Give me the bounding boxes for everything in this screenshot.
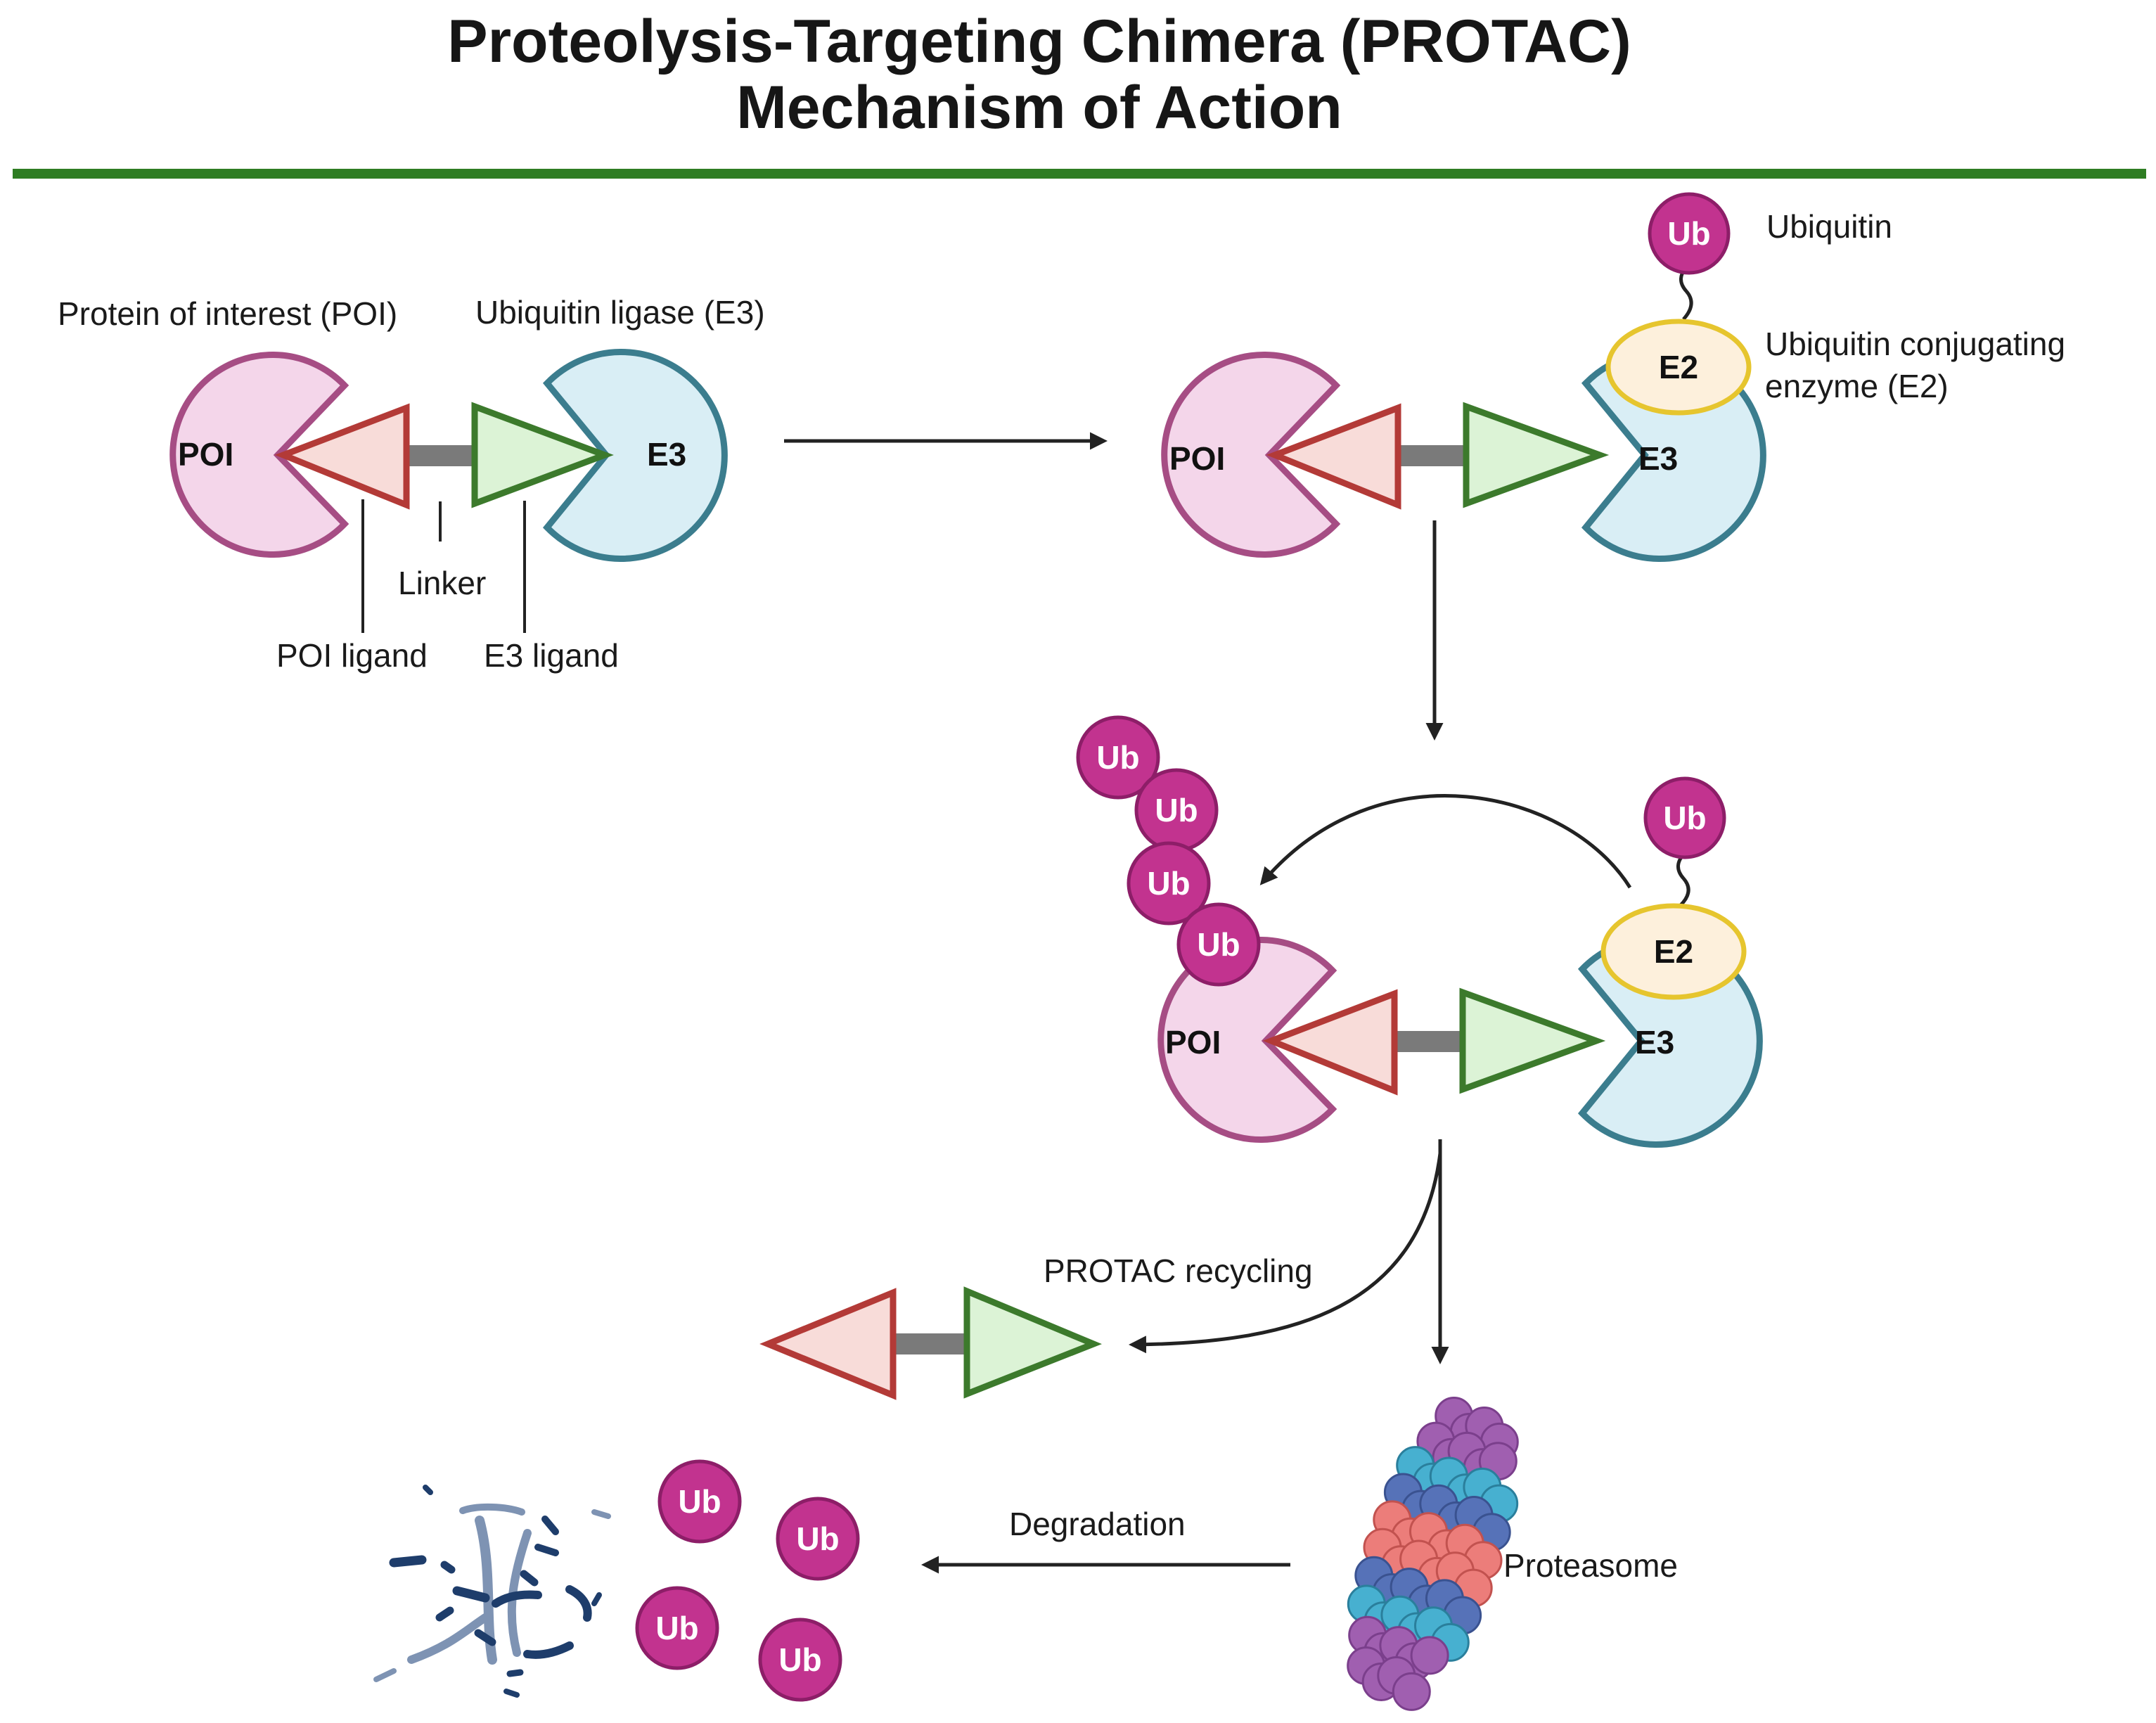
poi-ligand: [1266, 403, 1401, 510]
label-degradation: Degradation: [1009, 1506, 1186, 1542]
recycled-protac: [759, 1286, 1102, 1400]
linker: [406, 445, 474, 466]
proteasome-subunit: [1410, 1636, 1449, 1675]
label-protein-of-interest: Protein of interest (POI): [58, 295, 397, 332]
peptide-fragment: [440, 1561, 456, 1574]
e3-ligase: [542, 349, 728, 562]
ub-label: Ub: [1147, 865, 1190, 902]
e3-ligand: [1459, 987, 1606, 1094]
poi-ligand: [759, 1288, 897, 1400]
ubiquitin-chain-3: [1127, 841, 1211, 925]
peptide-fragment: [506, 1669, 524, 1677]
title-rule: [13, 169, 2146, 179]
e2-enzyme: [1605, 319, 1752, 416]
ubiquitin: [1643, 776, 1726, 859]
ubiquitin-released-3: [635, 1586, 719, 1670]
peptide-fragment: [407, 1613, 489, 1664]
ubiquitin-released-1: [657, 1459, 742, 1544]
ubiquitin-transfer-arrow: [1259, 794, 1632, 889]
peptide-fragment: [520, 1570, 539, 1587]
e3-label: E3: [1635, 1024, 1674, 1061]
poi-label: POI: [1169, 440, 1225, 477]
e3-ligand: [1463, 402, 1610, 508]
poi-ligand: [1262, 989, 1398, 1096]
stage-1-components: Protein of interest (POI) Ubiquitin liga…: [58, 294, 765, 674]
ub-label: Ub: [778, 1641, 821, 1678]
poi-label: POI: [1165, 1024, 1221, 1061]
label-e2-line-1: Ubiquitin conjugating: [1765, 326, 2065, 362]
peptide-fragment: [565, 1585, 592, 1622]
peptide-fragment: [373, 1668, 397, 1682]
peptide-fragment: [423, 1485, 433, 1495]
poi-protein: [1157, 937, 1337, 1143]
peptide-fragment: [474, 1629, 496, 1646]
label-protac-recycling: PROTAC recycling: [1044, 1253, 1313, 1289]
ubiquitin-chain-1: [1076, 715, 1160, 800]
peptide-fragment: [459, 1503, 525, 1516]
e2-enzyme: [1600, 903, 1747, 1000]
released-ubiquitin: Ub Ub Ub Ub: [635, 1459, 860, 1702]
peptide-fragment: [534, 1544, 559, 1556]
e2-label: E2: [1654, 933, 1693, 970]
linker: [893, 1333, 967, 1354]
peptide-fragment: [591, 1509, 611, 1519]
linker: [1394, 1031, 1462, 1052]
proteasome-subunit: [1392, 1672, 1431, 1711]
ub-label: Ub: [796, 1520, 839, 1557]
label-proteasome: Proteasome: [1503, 1547, 1678, 1584]
peptide-fragment: [523, 1641, 574, 1659]
ubiquitin: [1648, 192, 1731, 275]
peptide-fragment: [541, 1516, 559, 1535]
ubiquitin-chain-4: [1176, 902, 1261, 987]
proteasome: [1347, 1397, 1519, 1711]
stage-3-ubiquitination: POI E3 E2 Ub Ub Ub Ub Ub: [1076, 715, 1763, 1148]
peptide-fragment: [435, 1606, 454, 1622]
linker: [1398, 445, 1465, 466]
peptide-fragments: [373, 1485, 611, 1698]
e2-tether: [1676, 852, 1690, 907]
peptide-fragment: [492, 1590, 542, 1608]
e2-label: E2: [1659, 349, 1698, 385]
label-ubiquitin: Ubiquitin: [1766, 208, 1892, 245]
ub-label: Ub: [1096, 739, 1139, 776]
peptide-fragment: [389, 1555, 427, 1568]
e3-label: E3: [647, 436, 686, 473]
poi-protein: [1161, 352, 1341, 558]
ubiquitin-released-2: [776, 1497, 860, 1581]
peptide-fragment: [452, 1586, 490, 1603]
poi-protein: [169, 352, 349, 558]
ub-label: Ub: [1667, 215, 1710, 252]
label-e2-line-2: enzyme (E2): [1765, 368, 1949, 404]
e3-ligand: [963, 1286, 1102, 1399]
peptide-fragment: [591, 1592, 602, 1606]
title-line-2: Mechanism of Action: [736, 74, 1342, 141]
poi-label: POI: [178, 436, 233, 473]
e3-label: E3: [1638, 440, 1678, 477]
title-line-1: Proteolysis-Targeting Chimera (PROTAC): [447, 8, 1631, 75]
label-linker: Linker: [398, 565, 486, 601]
label-ubiquitin-ligase: Ubiquitin ligase (E3): [475, 294, 765, 331]
ubiquitin-released-4: [758, 1618, 842, 1702]
ub-label: Ub: [678, 1483, 721, 1520]
label-poi-ligand: POI ligand: [276, 637, 428, 674]
peptide-fragment: [503, 1689, 520, 1698]
label-e3-ligand: E3 ligand: [484, 637, 619, 674]
poi-ligand: [274, 403, 410, 510]
ub-label: Ub: [655, 1610, 698, 1646]
stage-2-ternary-complex: POI E3 E2 Ub Ubiquitin Ubiquitin conjuga…: [1161, 192, 2065, 562]
ub-label: Ub: [1663, 800, 1706, 836]
ub-label: Ub: [1197, 926, 1240, 963]
e3-ligand: [471, 402, 614, 508]
ub-label: Ub: [1155, 792, 1198, 828]
arrow-protac-recycling: [1129, 1153, 1442, 1354]
